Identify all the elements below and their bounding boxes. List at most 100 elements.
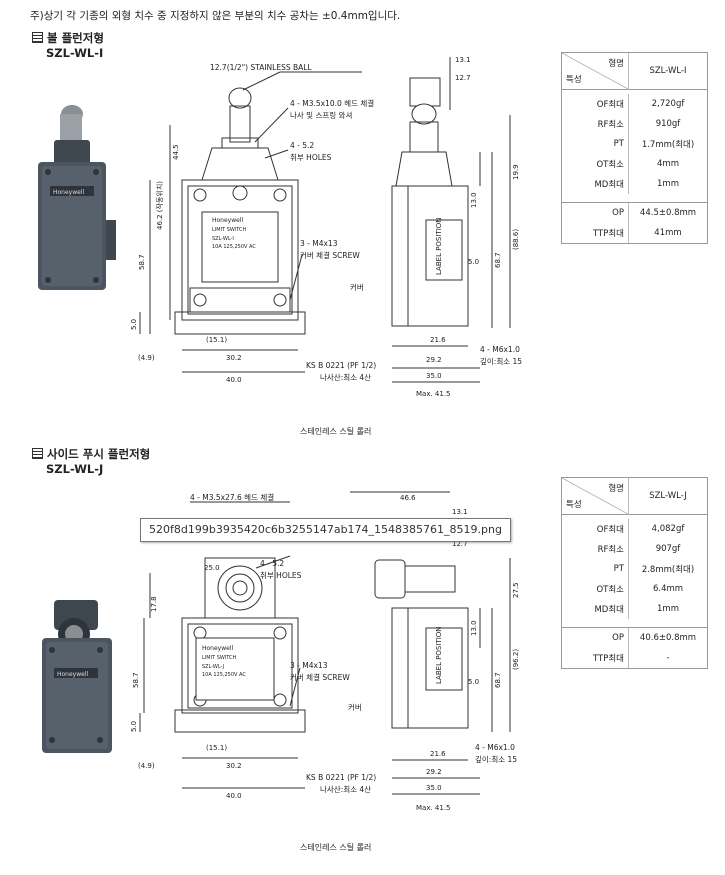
head-screw-label: 4 - M3.5x27.6 헤드 체결 xyxy=(190,492,274,502)
dim-68-7: 68.7 xyxy=(494,672,502,688)
spec2-val: - xyxy=(628,647,707,668)
section-square-icon xyxy=(32,448,43,459)
dim-35-0: 35.0 xyxy=(426,372,442,380)
spec1-key: PT xyxy=(613,138,624,149)
spec2-val: 1mm xyxy=(628,598,707,619)
holes-label: 4 - 5.2 xyxy=(260,559,284,568)
plate-brand: Honeywell xyxy=(212,217,243,224)
svg-text:Honeywell: Honeywell xyxy=(53,189,84,196)
spec1-val: 44.5±0.8mm xyxy=(628,202,707,223)
spec2-key: MD최대 xyxy=(594,604,624,615)
plate-model: SZL-WL-I xyxy=(212,236,234,242)
section1-caption: 스테인레스 스틸 롤러 xyxy=(300,427,372,436)
spec2-key: OT최소 xyxy=(596,584,624,595)
cover-screw-label: 3 - M4x13 xyxy=(300,239,338,248)
plate-rating: 10A 125,250V AC xyxy=(212,244,256,250)
m6-label: 4 - M6x1.0 xyxy=(480,345,520,354)
spec2-val: 907gf xyxy=(628,538,707,559)
section1-title: 볼 플런저형 xyxy=(47,31,104,45)
spec1-key: OF최대 xyxy=(596,99,624,110)
cover-screw-label2: 커버 체결 SCREW xyxy=(300,250,360,260)
product-photo-side-plunger: Honeywell xyxy=(42,600,112,753)
dim-25-0: 25.0 xyxy=(204,564,220,572)
dim-13-1: 13.1 xyxy=(455,56,471,64)
spec1-model: SZL-WL-I xyxy=(628,53,707,89)
spec2-val: 4,082gf xyxy=(628,518,707,539)
dim-5-0-right: 5.0 xyxy=(468,258,479,266)
dim-88-6: (88.6) xyxy=(512,229,520,250)
dim-13-0: 13.0 xyxy=(470,620,478,636)
dim-max-41-5: Max. 41.5 xyxy=(416,804,451,812)
ball-label: 12.7(1/2") STAINLESS BALL xyxy=(210,63,312,72)
dim-17-8: 17.8 xyxy=(150,596,158,612)
dim-29-2: 29.2 xyxy=(426,356,442,364)
plate-type: LIMIT SWITCH xyxy=(212,227,247,233)
spec2-head-left: 특성 xyxy=(566,499,582,510)
spec1-val: 4mm xyxy=(628,153,707,174)
spec2-key: OP xyxy=(612,632,624,643)
head-screw-label: 4 - M3.5x10.0 헤드 체결 xyxy=(290,98,374,108)
dim-35-0: 35.0 xyxy=(426,784,442,792)
dim-40-0: 40.0 xyxy=(226,376,242,384)
m6-label2: 깊이:최소 15 xyxy=(475,754,517,764)
dim-21-6: 21.6 xyxy=(430,750,446,758)
spec1-key: RF최소 xyxy=(597,119,624,130)
section2-heading: 사이드 푸시 플런저형 SZL-WL-J xyxy=(32,446,150,476)
spec2-key: RF최소 xyxy=(597,544,624,555)
dim-58-7: 58.7 xyxy=(138,254,146,270)
cover-screw-label2: 커버 체결 SCREW xyxy=(290,672,350,682)
svg-text:Honeywell: Honeywell xyxy=(57,671,88,678)
dim-58-7: 58.7 xyxy=(132,672,140,688)
front-side-drawing-1: 12.7(1/2") STAINLESS BALL 4 - M3.5x10.0 … xyxy=(130,56,522,398)
spec1-key: TTP최대 xyxy=(592,228,624,239)
spec2-key: TTP최대 xyxy=(592,653,624,664)
spec1-head-right: 형명 xyxy=(608,59,624,69)
front-side-drawing-2: 4 - M3.5x27.6 헤드 체결 4 - 5.2 취부 HOLES 3 -… xyxy=(130,491,520,812)
holes-label: 4 - 5.2 xyxy=(290,141,314,150)
m6-label2: 깊이:최소 15 xyxy=(480,356,522,366)
dim-15-1: (15.1) xyxy=(206,744,227,752)
cover-label: 커버 xyxy=(348,702,362,712)
dim-29-2: 29.2 xyxy=(426,768,442,776)
product-photo-ball-plunger: Honeywell xyxy=(38,105,116,290)
ks-label2: 나사산:최소 4산 xyxy=(320,784,371,794)
dim-46-6: 46.6 xyxy=(400,494,416,502)
dim-13-1: 13.1 xyxy=(452,508,468,516)
dim-19-9: 19.9 xyxy=(512,164,520,180)
spec1-val: 41mm xyxy=(628,222,707,243)
dim-12-7: 12.7 xyxy=(455,74,471,82)
plate-brand: Honeywell xyxy=(202,645,233,652)
dim-30-2: 30.2 xyxy=(226,354,242,362)
dim-27-5: 27.5 xyxy=(512,582,520,598)
cover-screw-label: 3 - M4x13 xyxy=(290,661,328,670)
m6-label: 4 - M6x1.0 xyxy=(475,743,515,752)
ks-label: KS B 0221 (PF 1/2) xyxy=(306,773,376,782)
head-screw-label2: 나사 및 스프링 와셔 xyxy=(290,110,352,120)
dim-13-0: 13.0 xyxy=(470,192,478,208)
section1-model: SZL-WL-I xyxy=(46,46,104,60)
spec1-val: 1.7mm(최대) xyxy=(628,133,707,154)
spec2-model: SZL-WL-J xyxy=(628,478,707,514)
ks-label: KS B 0221 (PF 1/2) xyxy=(306,361,376,370)
spec1-key: OP xyxy=(612,207,624,218)
plate-type: LIMIT SWITCH xyxy=(202,655,237,661)
spec2-val: 40.6±0.8mm xyxy=(628,627,707,648)
spec2-key: OF최대 xyxy=(596,524,624,535)
dim-21-6: 21.6 xyxy=(430,336,446,344)
spec2-val: 2.8mm(최대) xyxy=(628,558,707,579)
spec1-key: OT최소 xyxy=(596,159,624,170)
dim-4-9: (4.9) xyxy=(138,762,155,770)
dim-5-0: 5.0 xyxy=(130,319,138,330)
spec2-key: PT xyxy=(613,563,624,574)
ks-label2: 나사산:최소 4산 xyxy=(320,372,371,382)
dim-max-41-5: Max. 41.5 xyxy=(416,390,451,398)
spec1-key: MD최대 xyxy=(594,179,624,190)
plate-rating: 10A 125,250V AC xyxy=(202,672,246,678)
spec2-val: 6.4mm xyxy=(628,578,707,599)
dim-5-0-right: 5.0 xyxy=(468,678,479,686)
section-square-icon xyxy=(32,32,43,43)
label-position: LABEL POSITION xyxy=(435,626,443,684)
dim-5-0: 5.0 xyxy=(130,721,138,732)
